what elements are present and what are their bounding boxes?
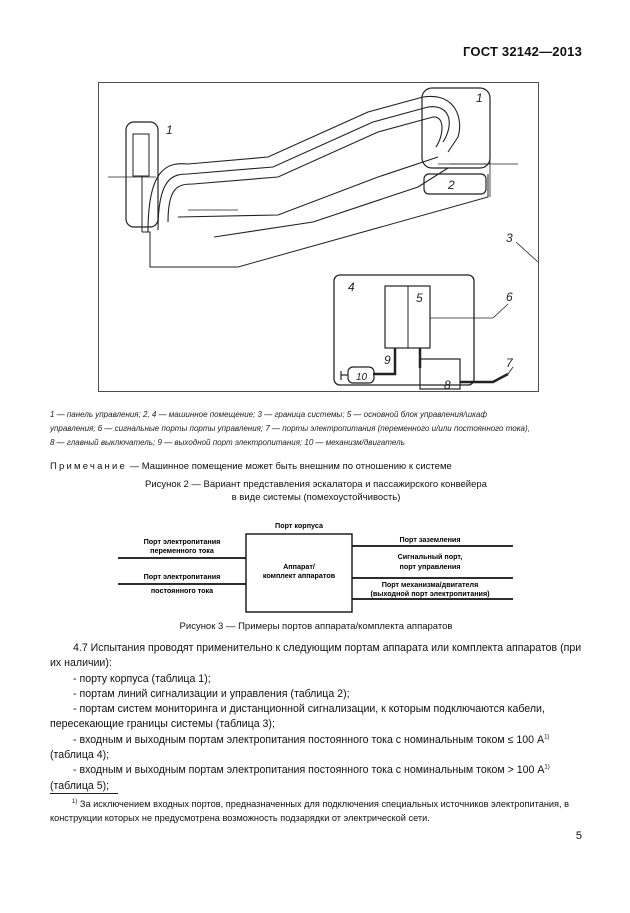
- caption-line: Рисунок 2 — Вариант представления эскала…: [145, 479, 487, 490]
- figure-3-diagram: Порт корпуса Аппарат/ комплект аппаратов…: [118, 521, 513, 613]
- footnote-ref: 1): [544, 734, 550, 741]
- label-7: 7: [506, 356, 514, 370]
- note-text: — Машинное помещение может быть внешним …: [127, 461, 452, 472]
- right-port-1-line1: Порт заземления: [399, 535, 460, 544]
- label-2: 2: [447, 178, 455, 192]
- right-port-2-line2: порт управления: [399, 562, 460, 571]
- figure-3-caption: Рисунок 3 — Примеры портов аппарата/комп…: [179, 621, 453, 632]
- right-port-3-line2: (выходной порт электропитания): [370, 589, 490, 598]
- page-number: 5: [575, 830, 582, 842]
- label-4: 4: [348, 280, 355, 294]
- figure-2-note: Примечание — Машинное помещение может бы…: [50, 461, 582, 472]
- footnote-separator: [50, 793, 118, 794]
- section-intro: 4.7 Испытания проводят применительно к с…: [50, 642, 582, 670]
- legend-line: 1 — панель управления; 2, 4 — машинное п…: [50, 410, 488, 419]
- apparatus-box: [245, 533, 353, 613]
- apparatus-label-1: Аппарат/: [283, 562, 315, 571]
- label-10: 10: [356, 372, 368, 383]
- label-8: 8: [444, 378, 451, 392]
- list-item: - портам линий сигнализации и управления…: [73, 687, 350, 700]
- label-3: 3: [506, 231, 513, 245]
- caption-line: в виде системы (помехоустойчивость): [231, 492, 401, 503]
- list-item: - порту корпуса (таблица 1);: [73, 672, 211, 685]
- left-port-2-line1: Порт электропитания: [144, 572, 221, 581]
- footnote-ref: 1): [544, 764, 550, 771]
- left-port-1-line2: переменного тока: [150, 546, 215, 555]
- control-panel-screen: [132, 133, 150, 177]
- main-switch: [419, 358, 461, 390]
- footnote-mark: 1): [72, 798, 78, 805]
- machine-room-4: [333, 274, 475, 386]
- left-port-1-line1: Порт электропитания: [144, 537, 221, 546]
- left-port-2-line2: постоянного тока: [151, 586, 214, 595]
- figure-2-diagram: 1 1 2 3 4 5 6 7 8 9 10: [98, 82, 539, 392]
- right-port-3-line1: Порт механизма/двигателя: [382, 580, 479, 589]
- label-9: 9: [384, 353, 391, 367]
- label-1-right: 1: [476, 91, 483, 105]
- machine-room-upper: [421, 87, 491, 169]
- footnote-text: За исключением входных портов, предназна…: [50, 799, 570, 823]
- port-enclosure: Порт корпуса: [275, 521, 324, 530]
- figure-2-legend: 1 — панель управления; 2, 4 — машинное п…: [50, 408, 582, 450]
- legend-line: 8 — главный выключатель; 9 — выходной по…: [50, 438, 405, 447]
- section-4-7: 4.7 Испытания проводят применительно к с…: [50, 641, 585, 794]
- legend-line: управления; 6 — сигнальные порты порты у…: [50, 424, 530, 433]
- list-item: - портам систем мониторинга и дистанцион…: [50, 703, 545, 731]
- apparatus-label-2: комплект аппаратов: [263, 571, 336, 580]
- label-6: 6: [506, 290, 513, 304]
- right-port-2-line1: Сигнальный порт,: [398, 552, 463, 561]
- machine-room-2: [423, 173, 487, 195]
- figure-2-caption: Рисунок 2 — Вариант представления эскала…: [50, 478, 582, 504]
- figure-frame: [98, 82, 539, 392]
- label-5: 5: [416, 291, 423, 305]
- note-prefix: Примечание: [50, 461, 127, 472]
- footnote: 1) За исключением входных портов, предна…: [50, 797, 585, 825]
- list-item: - входным и выходным портам электропитан…: [73, 733, 550, 746]
- label-1-left: 1: [166, 123, 173, 137]
- list-item: (таблица 4);: [50, 749, 110, 762]
- list-item: - входным и выходным портам электропитан…: [73, 764, 550, 777]
- list-item: (таблица 5);: [50, 779, 110, 792]
- standard-header: ГОСТ 32142—2013: [463, 44, 582, 59]
